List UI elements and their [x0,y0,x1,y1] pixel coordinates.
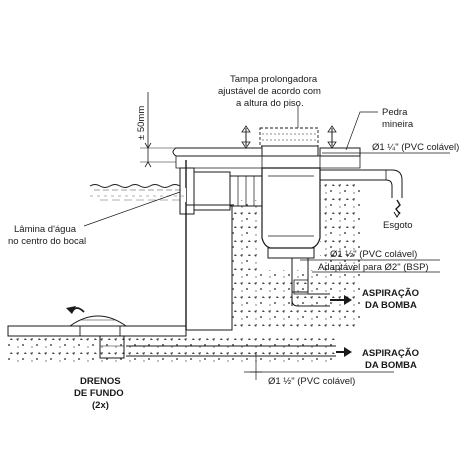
aspiracao-2-line2: DA BOMBA [365,360,417,371]
aspiracao-1-line1: ASPIRAÇÃO [362,288,419,299]
pedra-label-line2: mineira [382,119,414,130]
extension-lid [259,127,319,157]
tampa-label-line2: ajustável de acordo com [218,86,321,97]
drain-arrow-icon [66,306,85,314]
drain-pipe [126,345,336,357]
leader-lines [83,106,450,380]
overflow-pipe [320,169,403,218]
pipe-mid-label: Ø1 ½" (PVC colável) [330,249,417,260]
lamina-label-line2: no centro do bocal [8,236,86,247]
drenos-label-line1: DRENOS [80,376,121,387]
pedra-label-line1: Pedra [382,107,408,118]
adjust-arrows-icon [241,125,337,149]
pool-floor [7,325,338,366]
pool-wall [185,160,360,331]
floor-drain [68,315,128,359]
water-surface [89,184,186,202]
pipe-top-label: Ø1 ¼" (PVC colável) [372,142,459,153]
drenos-label-line2: DE FUNDO [74,388,124,399]
dimension-50mm [140,92,176,168]
aspiracao-2-line1: ASPIRAÇÃO [362,348,419,359]
lamina-label-line1: Lâmina d'água [14,224,77,235]
aspiration-arrow-icon-1 [330,295,352,305]
adaptavel-label: Adaptável para Ø2" (BSP) [318,262,429,273]
dimension-50mm-label: ± 50mm [136,106,147,140]
esgoto-label: Esgoto [383,220,413,231]
skimmer-body [179,167,321,293]
suction-pipe-skimmer [291,279,330,307]
tampa-label-line1: Tampa prolongadora [230,74,318,85]
aspiration-arrow-icon-2 [336,347,352,357]
tampa-label-line3: a altura do piso. [236,98,304,109]
aspiracao-1-line2: DA BOMBA [365,300,417,311]
pipe-bottom-label: Ø1 ½" (PVC colável) [268,376,355,387]
coping-stone [172,147,361,169]
drenos-label-line3: (2x) [92,400,109,411]
